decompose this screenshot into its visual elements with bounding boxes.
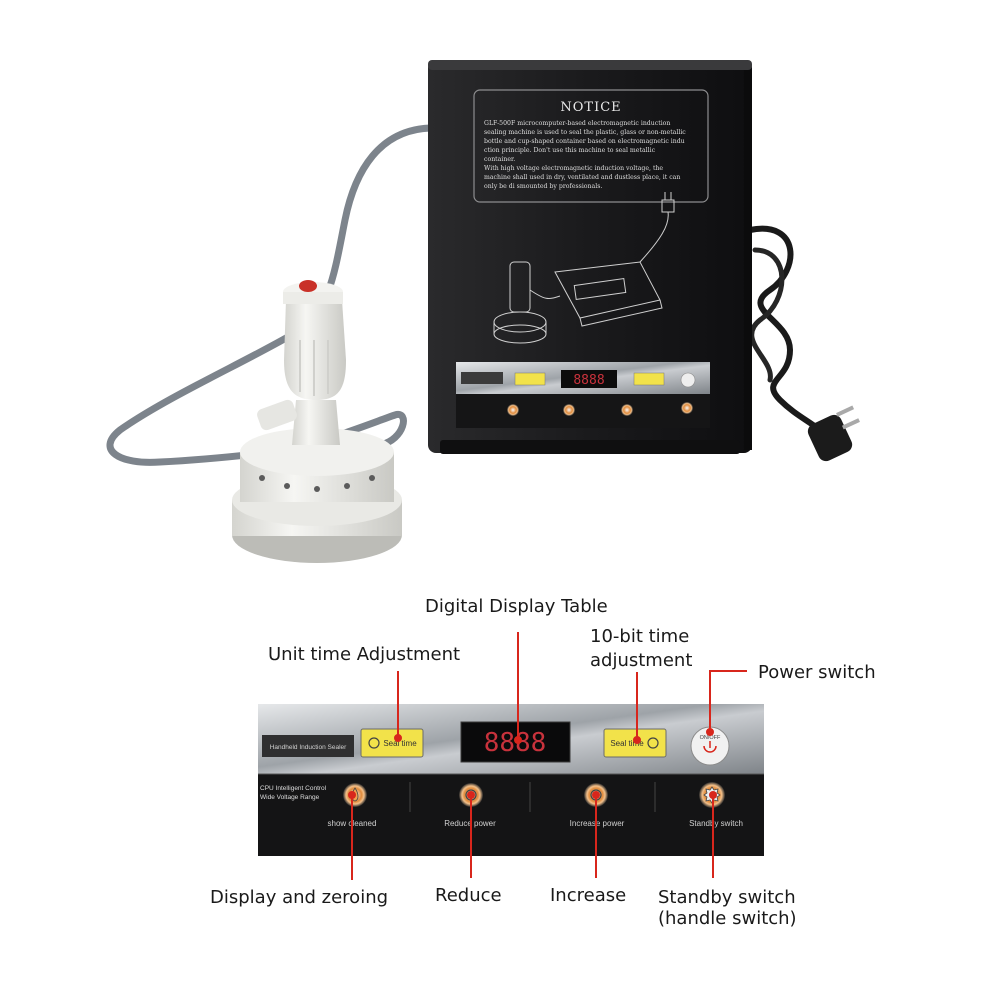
brand-label: Handheld Induction Sealer [270, 744, 347, 751]
small-control-panel: 8888 [456, 362, 710, 428]
control-panel-closeup: Handheld Induction Sealer Seal time 8888… [258, 704, 764, 856]
notice-box: NOTICE GLF-500F microcomputer-based elec… [473, 89, 709, 203]
callout-ten-bit-line1: 10-bit time [590, 626, 690, 647]
power-cable-coil [749, 247, 785, 383]
increase-power-label: Increase power [570, 819, 625, 828]
machine-illustration [493, 192, 675, 344]
notice-line: With high voltage electromagnetic induct… [484, 165, 663, 172]
callout-standby-line1: Standby switch [658, 887, 796, 908]
seal-time-label-right: Seal time [610, 739, 644, 748]
spec-line-2: Wide Voltage Range [260, 794, 320, 801]
notice-line: ction principle. Don't use this machine … [484, 147, 656, 154]
seal-time-label-left: Seal time [383, 739, 417, 748]
callout-lines [348, 632, 747, 880]
notice-title: NOTICE [560, 100, 621, 115]
power-cable [747, 225, 831, 443]
standby-switch-label: Standby switch [689, 819, 743, 828]
notice-line: machine shall used in dry, ventilated an… [484, 174, 680, 181]
callout-display-zeroing: Display and zeroing [210, 887, 389, 908]
seal-time-button-left[interactable]: Seal time [360, 728, 424, 758]
power-switch[interactable]: ON/OFF [690, 726, 730, 766]
notice-line: sealing machine is used to seal the plas… [484, 129, 686, 136]
callout-unit-time: Unit time Adjustment [268, 644, 461, 665]
clock-icon [647, 737, 659, 749]
notice-line: bottle and cup-shaped container based on… [484, 138, 685, 145]
svg-text:8888: 8888 [573, 373, 604, 388]
notice-line: only be di smounted by professionals. [484, 183, 602, 190]
callout-ten-bit-line2: adjustment [590, 650, 693, 671]
handheld-cable [106, 124, 434, 466]
power-icon [703, 741, 717, 753]
notice-line: container. [484, 156, 515, 163]
clock-icon [368, 737, 380, 749]
handheld-sealer [232, 280, 402, 563]
callout-power-switch: Power switch [758, 662, 876, 683]
display-digits: 8888 [484, 728, 547, 758]
notice-line: GLF-500F microcomputer-based electromagn… [484, 120, 670, 127]
power-plug [807, 405, 860, 462]
callout-reduce: Reduce [435, 885, 502, 906]
power-switch-label: ON/OFF [700, 735, 721, 741]
callout-standby-line2: (handle switch) [658, 908, 797, 929]
spec-line-1: CPU Intelligent Control [260, 785, 327, 792]
machine-body [428, 60, 752, 454]
callout-digital-display: Digital Display Table [425, 596, 608, 617]
callout-increase: Increase [550, 885, 627, 906]
notice-text: GLF-500F microcomputer-based electromagn… [484, 120, 686, 190]
